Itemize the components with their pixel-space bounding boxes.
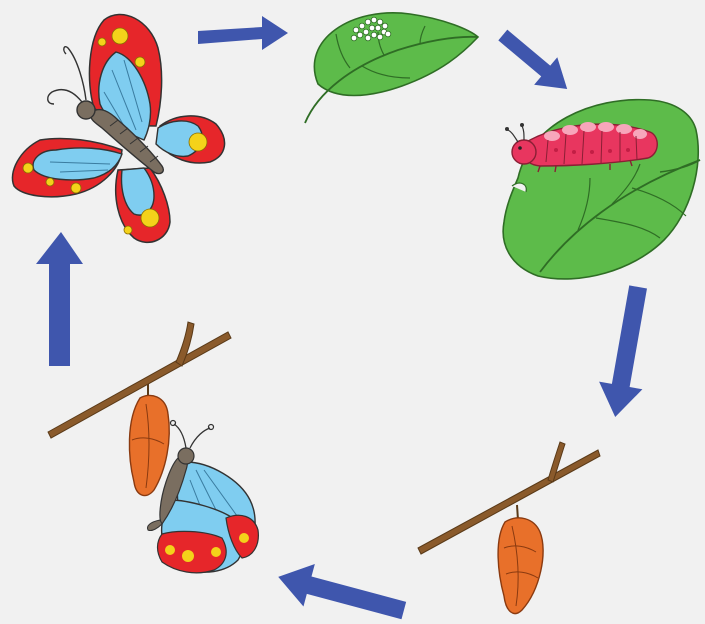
chrysalis-on-twig-icon [418, 442, 600, 614]
caterpillar-on-leaf-icon [503, 100, 700, 279]
arrow-adult-to-egg [198, 16, 288, 50]
butterfly-emerging-from-chrysalis-icon [48, 322, 258, 573]
eggs-on-leaf-icon [305, 13, 478, 123]
arrow-caterpillar-to-pupa [594, 283, 660, 421]
arrow-emerging-to-adult [36, 232, 83, 366]
arrow-pupa-to-emerging [273, 556, 410, 624]
arrow-egg-to-caterpillar [491, 21, 578, 103]
butterfly-icon [12, 15, 224, 243]
